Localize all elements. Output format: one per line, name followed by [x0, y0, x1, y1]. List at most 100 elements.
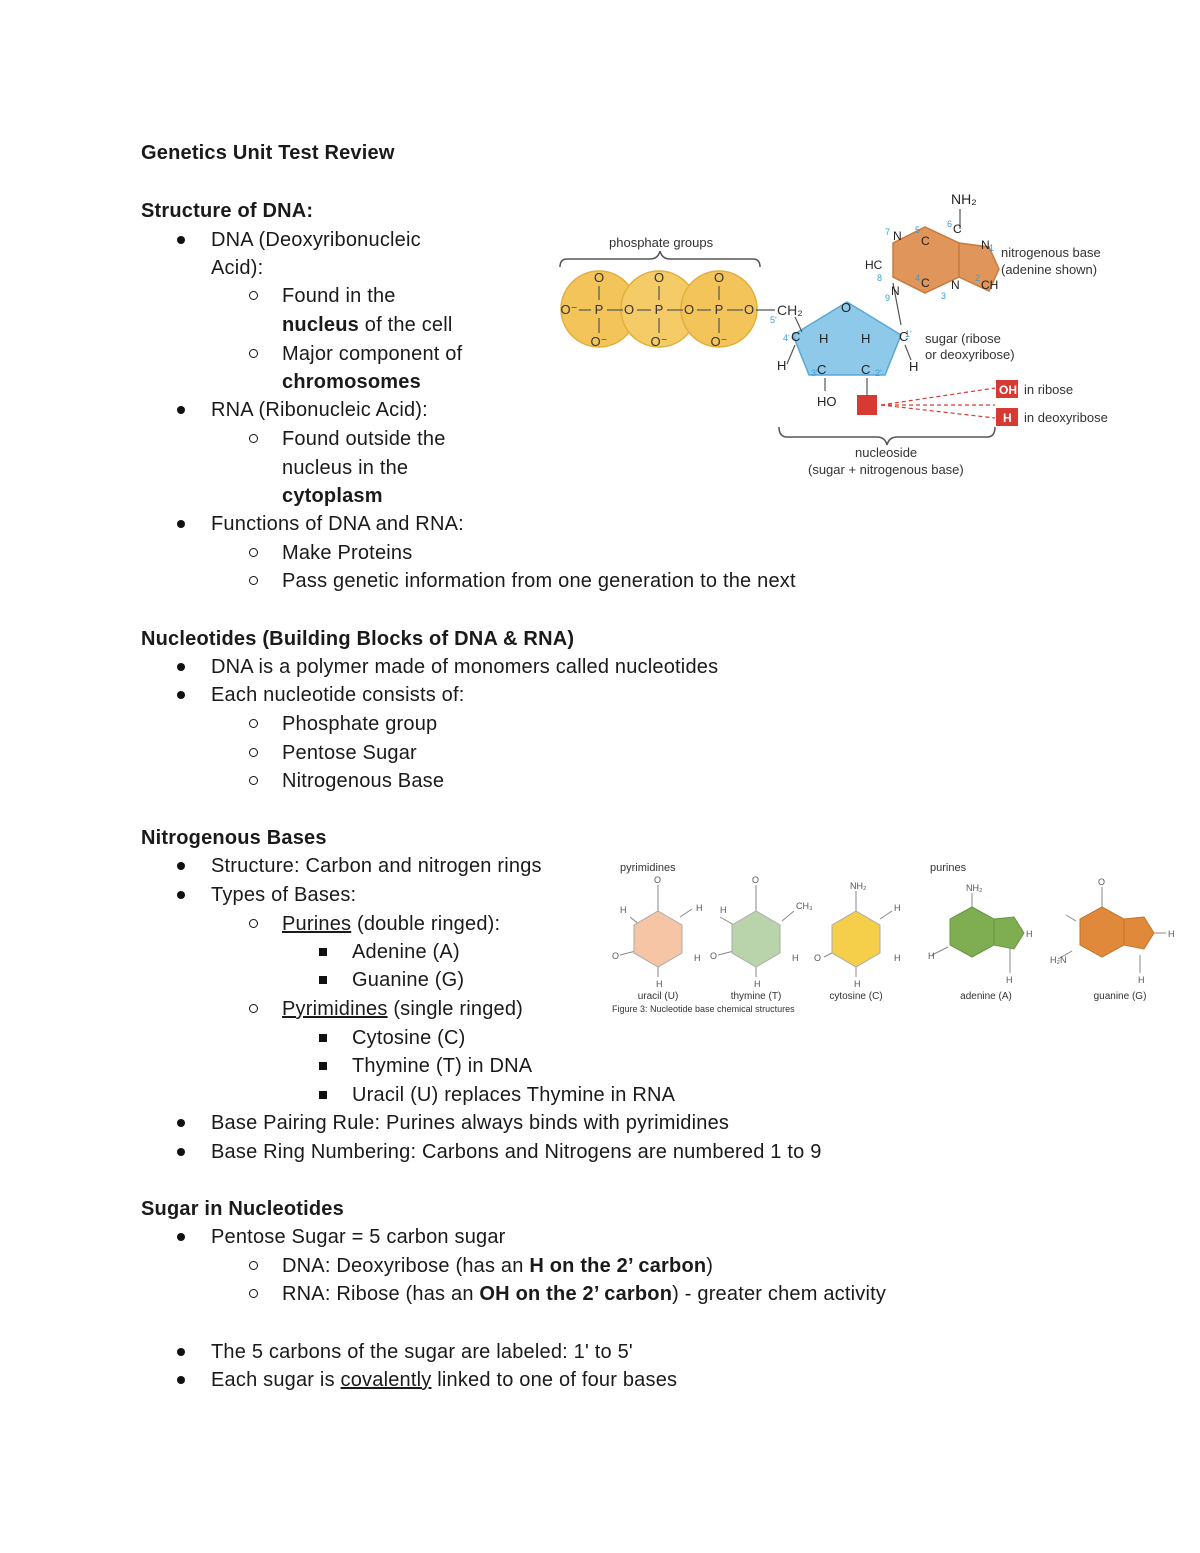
item-text: ) [706, 1255, 714, 1277]
square-bullet-icon [319, 948, 327, 956]
list-item: Pentose Sugar = 5 carbon sugar [177, 1223, 506, 1251]
list-item-cont: nucleus in the [282, 457, 409, 479]
nitrogenous-base-label: nitrogenous base [1001, 245, 1101, 260]
list-item: Structure: Carbon and nitrogen rings [177, 852, 542, 880]
svg-text:NH₂: NH₂ [966, 883, 983, 893]
nucleoside-brace [778, 426, 996, 446]
adenine-ring-6 [949, 906, 995, 958]
list-item-cont: Acid): [211, 257, 264, 279]
svg-text:6: 6 [947, 219, 952, 229]
svg-text:CH₃: CH₃ [796, 901, 813, 911]
svg-text:O⁻: O⁻ [651, 334, 668, 349]
svg-text:O: O [841, 300, 851, 315]
section-heading-nucleotides: Nucleotides (Building Blocks of DNA & RN… [141, 628, 575, 650]
bullet-icon [177, 1148, 185, 1156]
item-text: Make Proteins [282, 542, 413, 564]
svg-text:N: N [951, 278, 960, 292]
hollow-bullet-icon [249, 548, 258, 557]
page-title: Genetics Unit Test Review [141, 142, 395, 164]
svg-text:O: O [612, 951, 619, 961]
item-text: (single ringed) [387, 998, 524, 1020]
list-item-cont: cytoplasm [282, 482, 383, 510]
item-text: RNA: Ribose (has an [282, 1283, 480, 1305]
item-text: Uracil (U) replaces Thymine in RNA [352, 1084, 676, 1106]
bullet-icon [177, 862, 185, 870]
svg-text:N: N [981, 238, 990, 252]
bold-term: nucleus [282, 314, 359, 336]
list-item: Phosphate group [249, 710, 437, 738]
svg-text:C: C [921, 276, 930, 290]
svg-text:O: O [654, 875, 661, 885]
svg-text:O: O [624, 302, 634, 317]
svg-text:O: O [744, 302, 754, 317]
guanine-ring-6 [1079, 906, 1125, 958]
hollow-bullet-icon [249, 776, 258, 785]
list-item: Major component of [249, 340, 463, 368]
item-text: ) - greater chem activity [672, 1283, 887, 1305]
svg-text:H: H [620, 905, 627, 915]
svg-text:5: 5 [915, 225, 920, 235]
svg-text:1': 1' [905, 329, 912, 339]
svg-text:C: C [899, 329, 908, 344]
svg-text:5': 5' [770, 315, 777, 325]
uracil-label: uracil (U) [638, 991, 679, 1002]
adenine-ring-5 [958, 242, 1000, 292]
guanine-ring-5 [1123, 916, 1155, 950]
svg-text:H: H [720, 905, 727, 915]
svg-text:P: P [655, 302, 664, 317]
svg-text:4': 4' [783, 333, 790, 343]
phosphate-groups-label: phosphate groups [609, 235, 714, 250]
section-heading-sugar: Sugar in Nucleotides [141, 1198, 344, 1220]
item-text: Structure: Carbon and nitrogen rings [211, 855, 542, 877]
ch2-label: CH₂ [777, 302, 803, 318]
sugar-label: sugar (ribose [925, 331, 1001, 346]
svg-text:H: H [909, 359, 918, 374]
svg-text:9: 9 [885, 293, 890, 303]
svg-text:O⁻: O⁻ [711, 334, 728, 349]
svg-text:H: H [894, 903, 901, 913]
item-text: The 5 carbons of the sugar are labeled: … [211, 1341, 633, 1363]
bullet-icon [177, 236, 185, 244]
svg-text:P: P [715, 302, 724, 317]
svg-text:H: H [754, 979, 761, 989]
svg-text:O: O [684, 302, 694, 317]
oh-label-box [996, 380, 1018, 398]
svg-text:N: N [893, 229, 902, 243]
svg-text:O⁻: O⁻ [561, 302, 578, 317]
item-text: Found in the [282, 285, 396, 307]
svg-text:C: C [953, 222, 962, 236]
svg-text:C: C [921, 234, 930, 248]
item-text: Guanine (G) [352, 969, 465, 991]
list-item: Found in the [249, 282, 396, 310]
bullet-icon [177, 691, 185, 699]
list-item: The 5 carbons of the sugar are labeled: … [177, 1338, 633, 1366]
list-item: Guanine (G) [319, 966, 465, 994]
svg-text:H: H [1168, 929, 1175, 939]
hollow-bullet-icon [249, 1289, 258, 1298]
bullet-icon [177, 891, 185, 899]
svg-text:O: O [710, 951, 717, 961]
item-text: Major component of [282, 343, 463, 365]
adenine-shown-label: (adenine shown) [1001, 262, 1097, 277]
list-item: Found outside the [249, 425, 446, 453]
list-item: DNA (Deoxyribonucleic [177, 226, 421, 254]
nh2-label: NH₂ [951, 191, 977, 207]
guanine-label: guanine (G) [1094, 991, 1147, 1002]
svg-text:C: C [861, 362, 870, 377]
svg-text:3: 3 [941, 291, 946, 301]
bullet-icon [177, 663, 185, 671]
svg-text:H: H [819, 331, 828, 346]
svg-text:H: H [1006, 975, 1013, 985]
sugar-pentagon [792, 301, 902, 376]
item-text: Functions of DNA and RNA: [211, 513, 464, 535]
underlined-term: Pyrimidines [282, 998, 388, 1020]
list-item: Base Ring Numbering: Carbons and Nitroge… [177, 1138, 822, 1166]
hollow-bullet-icon [249, 719, 258, 728]
svg-text:O: O [752, 875, 759, 885]
svg-text:H: H [792, 953, 799, 963]
in-deoxyribose-label: in deoxyribose [1024, 410, 1108, 425]
list-item: RNA (Ribonucleic Acid): [177, 396, 428, 424]
underlined-term: Purines [282, 913, 352, 935]
